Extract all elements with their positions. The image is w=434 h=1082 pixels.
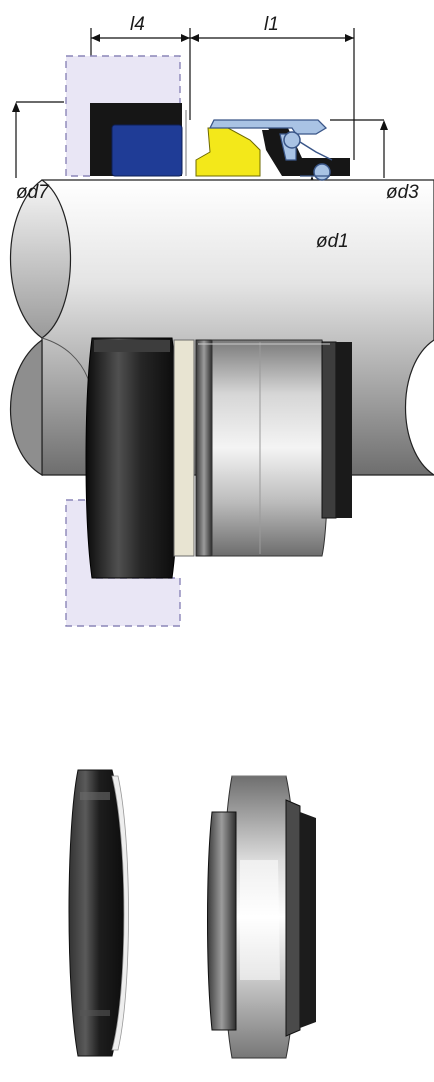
seal-lower-view bbox=[86, 338, 352, 578]
dim-label-l1: l1 bbox=[264, 14, 279, 35]
dim-label-d1: ød1 bbox=[316, 231, 349, 252]
dim-label-l4: l4 bbox=[130, 14, 145, 35]
dim-label-d3: ød3 bbox=[386, 182, 419, 203]
dim-label-d7: ød7 bbox=[16, 182, 50, 203]
seal-upper-section bbox=[90, 103, 350, 180]
mechanical-seal-photo-icon bbox=[69, 770, 316, 1058]
